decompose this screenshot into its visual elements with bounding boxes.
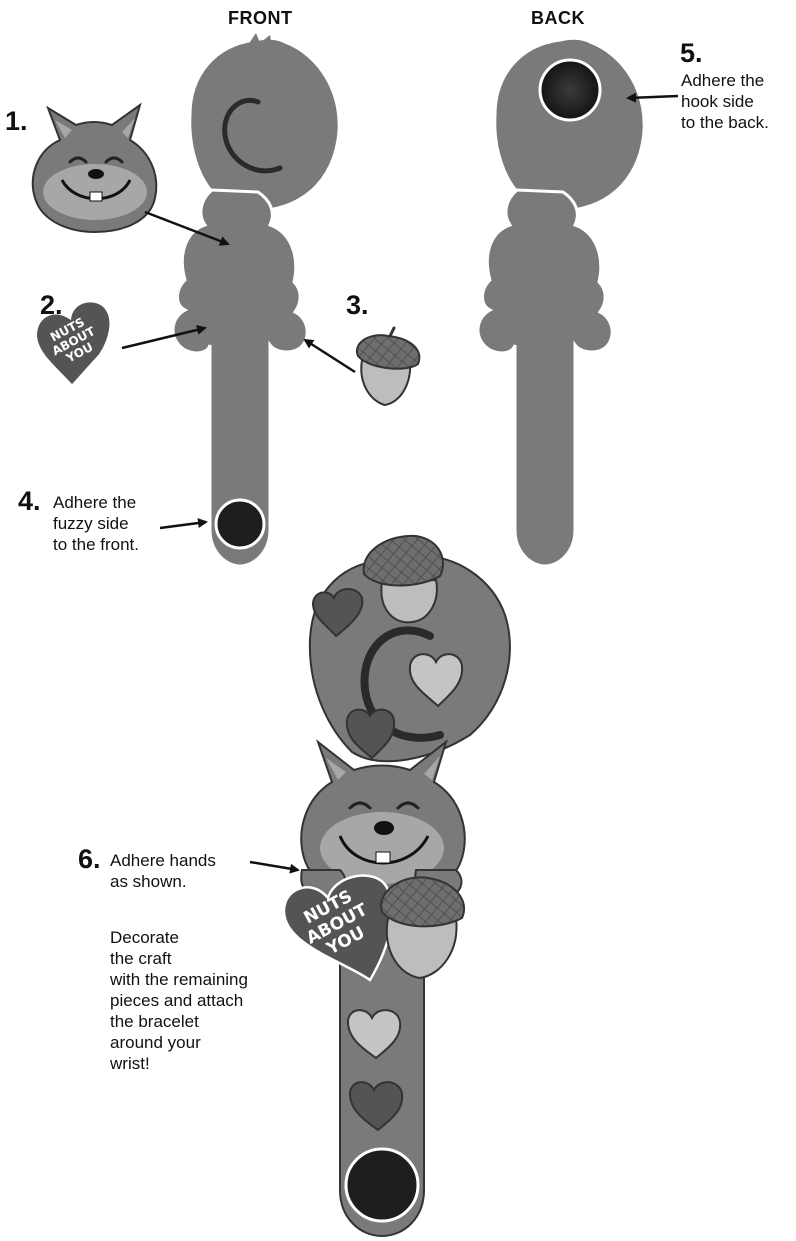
step-5-number: 5. (680, 40, 703, 67)
arrow-step6 (250, 862, 298, 870)
step-4-text: Adhere the fuzzy side to the front. (53, 492, 139, 555)
back-squirrel-bracelet (478, 38, 644, 566)
arrow-step3 (305, 340, 355, 372)
front-squirrel-bracelet (173, 33, 339, 566)
step-6-decorate-text: Decorate the craft with the remaining pi… (110, 927, 248, 1074)
header-front: FRONT (228, 8, 293, 29)
acorn-piece-step3 (357, 328, 419, 405)
arrow-step4 (160, 522, 206, 528)
face-piece (33, 105, 156, 232)
step-1-number: 1. (5, 108, 28, 135)
step-4-number: 4. (18, 488, 41, 515)
finished-velcro (346, 1149, 418, 1221)
step-6-text: Adhere hands as shown. (110, 850, 216, 892)
finished-craft: NUTS ABOUT YOU (284, 536, 510, 1236)
header-back: BACK (531, 8, 585, 29)
front-tail (190, 38, 339, 210)
front-velcro-fuzzy (216, 500, 264, 548)
step-3-number: 3. (346, 292, 369, 319)
step-2-number: 2. (40, 292, 63, 319)
back-velcro-hook (540, 60, 600, 120)
step-6-number: 6. (78, 846, 101, 873)
step-5-text: Adhere the hook side to the back. (681, 70, 769, 133)
